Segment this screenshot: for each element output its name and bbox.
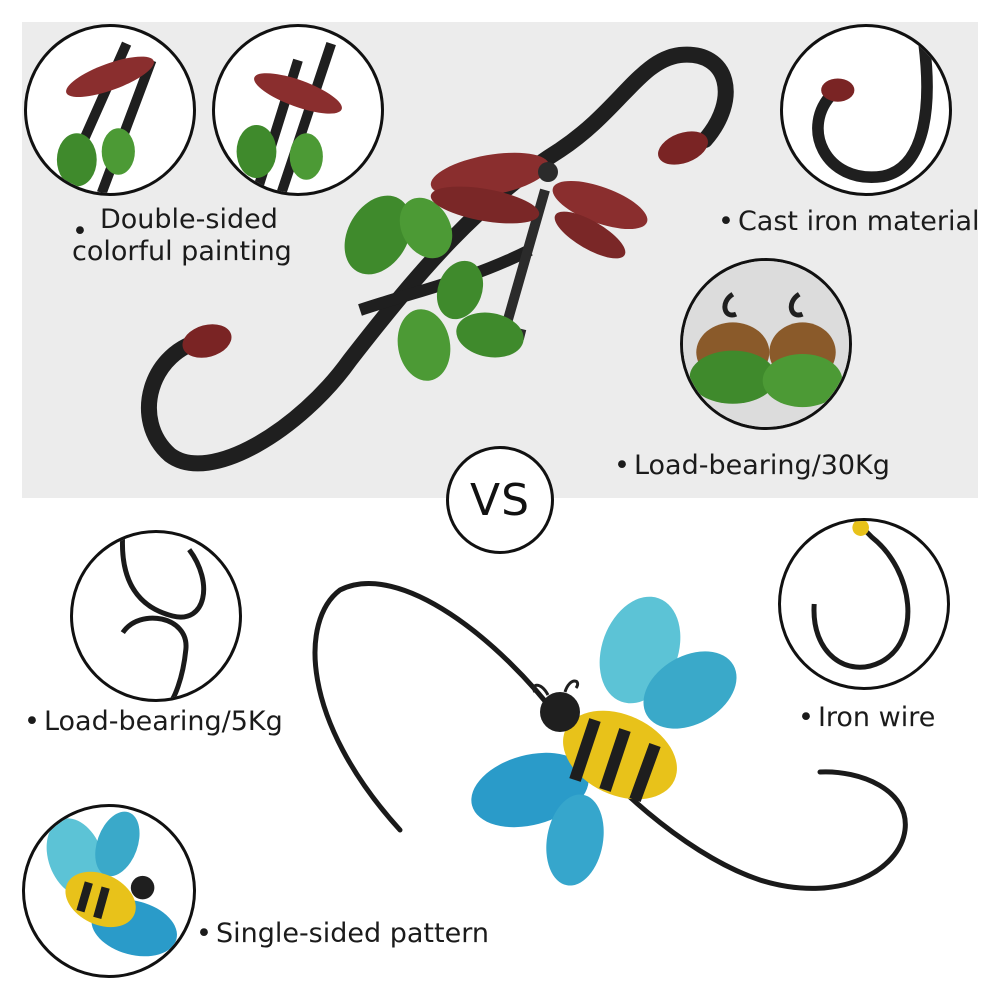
detail-circle-single-sided	[22, 804, 196, 978]
bullet: •	[614, 450, 630, 481]
vs-badge: VS	[446, 446, 554, 554]
label-double-sided-line2: colorful painting	[72, 236, 292, 267]
label-single-sided: •Single-sided pattern	[196, 918, 489, 950]
detail-circle-cast-iron	[780, 24, 952, 196]
bullet: •	[798, 702, 814, 733]
dragonfly	[430, 152, 648, 259]
label-load-5: •Load-bearing/5Kg	[24, 706, 283, 738]
detail-circle-iron-wire	[778, 518, 950, 690]
detail-circle-load-5	[70, 530, 242, 702]
bullet: •	[24, 706, 40, 737]
label-double-sided-line1: Double-sided	[100, 204, 278, 235]
detail-circle-front-painting	[24, 24, 196, 196]
detail-circle-load-30	[680, 258, 852, 430]
bullet: •	[718, 206, 734, 237]
label-iron-wire-text: Iron wire	[817, 702, 936, 733]
label-load-30-text: Load-bearing/30Kg	[633, 450, 890, 481]
bullet: •	[72, 216, 88, 247]
label-cast-iron: •Cast iron material	[718, 206, 980, 238]
leaves	[344, 195, 524, 381]
label-load-30: •Load-bearing/30Kg	[614, 450, 890, 482]
label-load-5-text: Load-bearing/5Kg	[43, 706, 283, 737]
bee	[471, 596, 737, 886]
detail-circle-back-painting	[212, 24, 384, 196]
label-double-sided: Double-sided • colorful painting	[72, 204, 292, 268]
label-iron-wire: •Iron wire	[798, 702, 935, 734]
label-cast-iron-text: Cast iron material	[737, 206, 980, 237]
bullet: •	[196, 918, 212, 949]
label-single-sided-text: Single-sided pattern	[215, 918, 489, 949]
